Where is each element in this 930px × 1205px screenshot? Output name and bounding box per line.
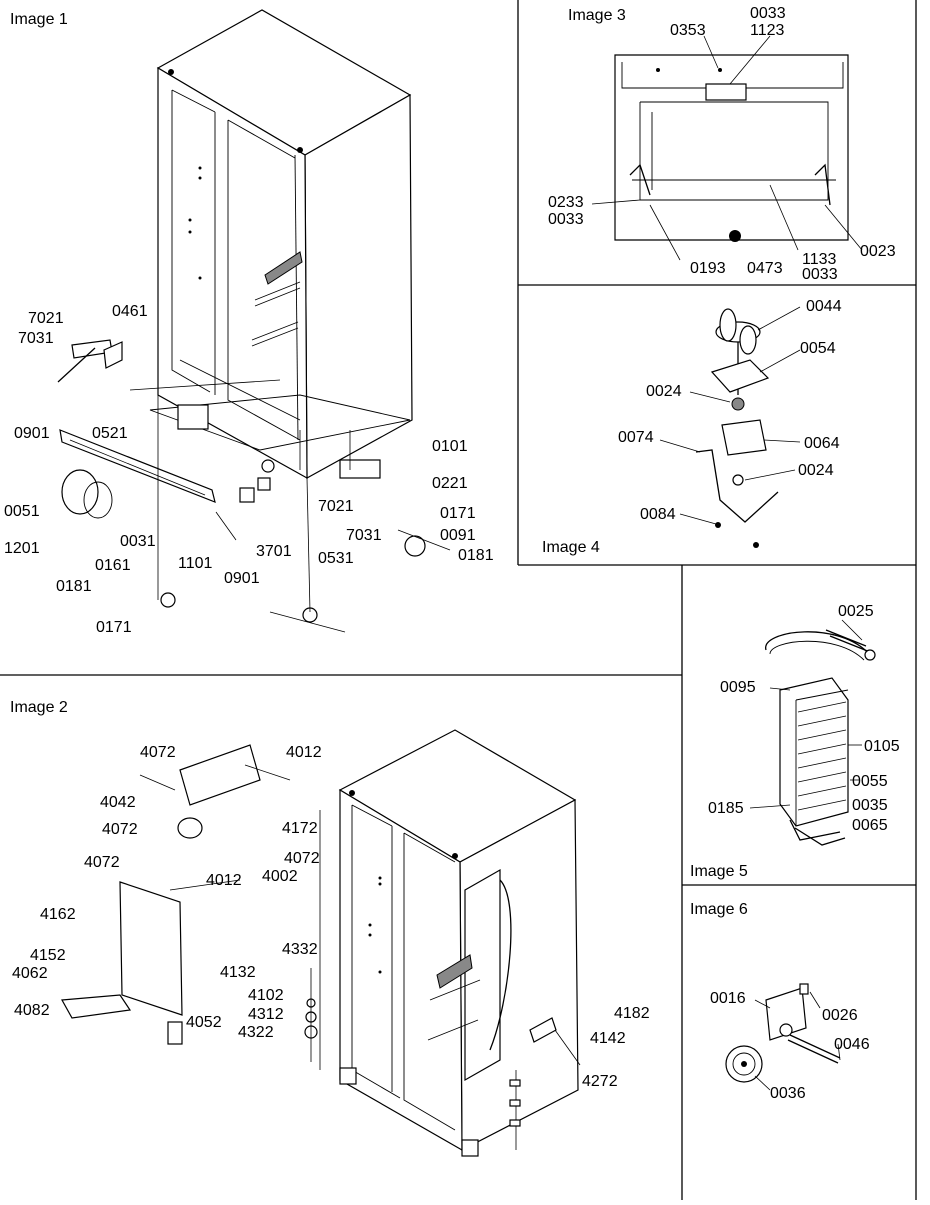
- callout-label: 0233: [548, 194, 584, 211]
- callout-label: 3701: [256, 543, 292, 560]
- callout-label: 4072: [140, 744, 176, 761]
- callout-label: 4272: [582, 1073, 618, 1090]
- callout-label: 0026: [822, 1007, 858, 1024]
- callout-label: 4072: [102, 821, 138, 838]
- callout-label: 4142: [590, 1030, 626, 1047]
- callout-label: 4132: [220, 964, 256, 981]
- image6-callouts: 0016 0026 0046 0036: [710, 990, 870, 1102]
- callout-label: 0901: [14, 425, 50, 442]
- callout-label: 7031: [346, 527, 382, 544]
- callout-label: 0055: [852, 773, 888, 790]
- panel-title-image4: Image 4: [542, 539, 600, 556]
- callout-label: 4182: [614, 1005, 650, 1022]
- callout-label: 0521: [92, 425, 128, 442]
- image5-evaporator-drawing: [749, 619, 876, 846]
- callout-label: 0074: [618, 429, 654, 446]
- callout-label: 7021: [318, 498, 354, 515]
- callout-label: 0033: [750, 5, 786, 22]
- callout-label: 0036: [770, 1085, 806, 1102]
- callout-label: 0016: [710, 990, 746, 1007]
- callout-label: 0035: [852, 797, 888, 814]
- callout-label: 4012: [286, 744, 322, 761]
- image1-cabinet-drawing: [57, 9, 451, 633]
- callout-label: 4152: [30, 947, 66, 964]
- callout-label: 1123: [750, 22, 785, 39]
- callout-label: 1201: [4, 540, 40, 557]
- callout-label: 1101: [178, 555, 213, 572]
- callout-label: 4082: [14, 1002, 50, 1019]
- callout-label: 0051: [4, 503, 40, 520]
- callout-label: 0025: [838, 603, 874, 620]
- image3-evaporator-cover-drawing: [591, 35, 863, 261]
- callout-label: 0221: [432, 475, 468, 492]
- callout-label: 0531: [318, 550, 354, 567]
- panel-title-image6: Image 6: [690, 901, 748, 918]
- callout-label: 4072: [84, 854, 120, 871]
- image2-callouts: 4072 4012 4042 4072 4172 4072 4002 4072 …: [12, 744, 650, 1090]
- image6-roller-drawing: [725, 983, 841, 1091]
- image2-cabinet-drawing: [61, 729, 581, 1157]
- image5-callouts: 0025 0095 0105 0055 0185 0035 0065: [708, 603, 900, 834]
- callout-label: 0461: [112, 303, 148, 320]
- callout-label: 7021: [28, 310, 64, 327]
- callout-label: 0181: [458, 547, 494, 564]
- callout-label: 0161: [95, 557, 131, 574]
- callout-label: 0181: [56, 578, 92, 595]
- callout-label: 4052: [186, 1014, 222, 1031]
- callout-label: 0185: [708, 800, 744, 817]
- panel-title-image3: Image 3: [568, 7, 626, 24]
- callout-label: 0033: [802, 266, 838, 283]
- image4-fan-motor-drawing: [659, 306, 801, 548]
- callout-label: 4172: [282, 820, 318, 837]
- panel-title-image2: Image 2: [10, 699, 68, 716]
- callout-label: 0171: [96, 619, 132, 636]
- callout-label: 4012: [206, 872, 242, 889]
- callout-label: 0901: [224, 570, 260, 587]
- callout-label: 1133: [802, 251, 837, 268]
- panel-title-image5: Image 5: [690, 863, 748, 880]
- callout-label: 4072: [284, 850, 320, 867]
- callout-label: 0473: [747, 260, 783, 277]
- callout-label: 0044: [806, 298, 842, 315]
- callout-label: 0024: [798, 462, 834, 479]
- callout-label: 4332: [282, 941, 318, 958]
- callout-label: 0064: [804, 435, 840, 452]
- callout-label: 0353: [670, 22, 706, 39]
- callout-label: 0105: [864, 738, 900, 755]
- callout-label: 0091: [440, 527, 476, 544]
- image4-callouts: 0044 0054 0024 0074 0064 0024 0084: [618, 298, 842, 523]
- callout-label: 4002: [262, 868, 298, 885]
- callout-label: 0033: [548, 211, 584, 228]
- image1-callouts: 7021 7031 0461 0901 0521 0051 1201 0031 …: [4, 303, 494, 636]
- callout-label: 0095: [720, 679, 756, 696]
- callout-label: 4062: [12, 965, 48, 982]
- callout-label: 4042: [100, 794, 136, 811]
- callout-label: 0046: [834, 1036, 870, 1053]
- callout-label: 0171: [440, 505, 476, 522]
- panel-title-image1: Image 1: [10, 11, 68, 28]
- callout-label: 0031: [120, 533, 156, 550]
- callout-label: 0101: [432, 438, 468, 455]
- callout-label: 4322: [238, 1024, 274, 1041]
- callout-label: 0065: [852, 817, 888, 834]
- image3-callouts: 0353 0033 1123 0233 0033 0193 0473 1133 …: [548, 5, 896, 283]
- callout-label: 0054: [800, 340, 836, 357]
- callout-label: 0023: [860, 243, 896, 260]
- callout-label: 4102: [248, 987, 284, 1004]
- callout-label: 7031: [18, 330, 54, 347]
- callout-label: 0193: [690, 260, 726, 277]
- callout-label: 0084: [640, 506, 676, 523]
- callout-label: 0024: [646, 383, 682, 400]
- callout-label: 4312: [248, 1006, 284, 1023]
- callout-label: 4162: [40, 906, 76, 923]
